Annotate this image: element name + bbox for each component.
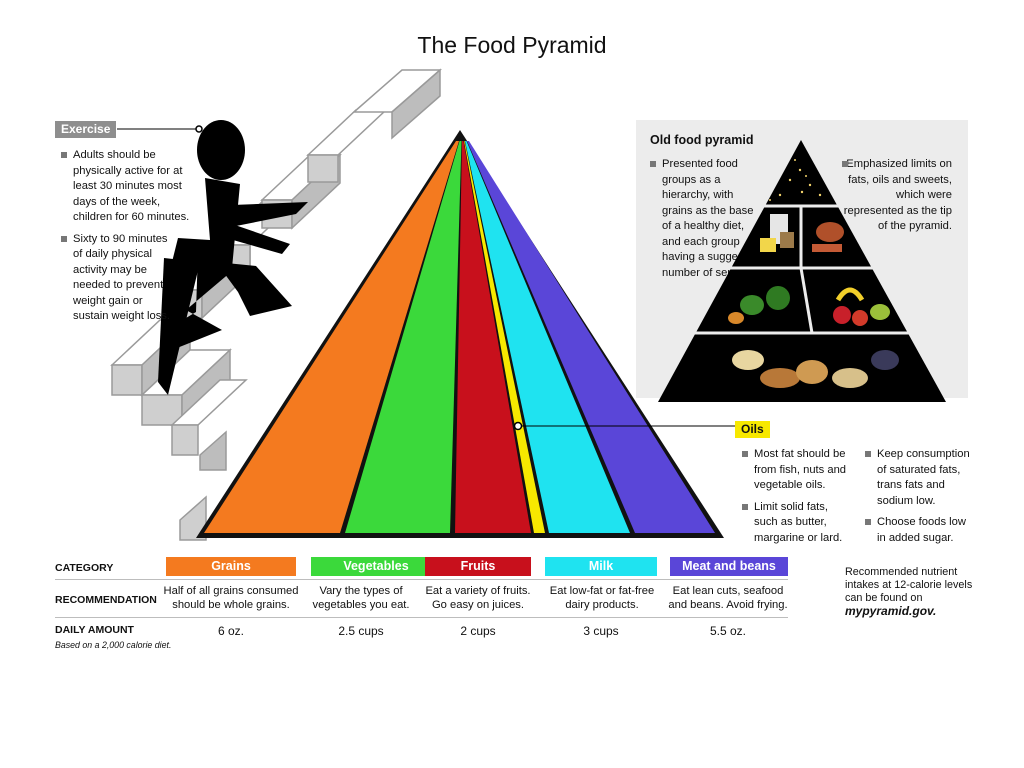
amount-grains: 6 oz. xyxy=(217,624,244,638)
recommendation-row-label: RECOMMENDATION xyxy=(55,594,157,606)
old-pyramid-left-bullet: Presented food groups as a hierarchy, wi… xyxy=(650,157,762,281)
amount-vegetables: 2.5 cups xyxy=(338,624,384,638)
oils-bullets-right: Keep consumption of saturated fats, tran… xyxy=(865,447,975,552)
category-row-label: CATEGORY xyxy=(55,562,114,574)
amount-fruits: 2 cups xyxy=(460,624,496,638)
oils-bullet: Most fat should be from fish, nuts and v… xyxy=(742,447,852,494)
amount-meat-beans: 5.5 oz. xyxy=(709,624,747,638)
grains-stripe xyxy=(204,141,459,533)
table-divider xyxy=(55,617,788,618)
exercise-bullet: Sixty to 90 minutes of daily physical ac… xyxy=(61,232,173,325)
exercise-figure xyxy=(158,120,308,395)
category-meat-beans: Meat and beans xyxy=(670,557,788,576)
category-milk: Milk xyxy=(545,557,657,576)
old-pyramid-right-text: Emphasized limits on fats, oils and swee… xyxy=(834,157,952,235)
fruits-stripe xyxy=(455,141,531,533)
recommendation-vegetables: Vary the types of vegetables you eat. xyxy=(312,585,410,611)
oils-bullet: Limit solid fats, such as butter, margar… xyxy=(742,500,852,547)
old-pyramid-left-text: Presented food groups as a hierarchy, wi… xyxy=(650,157,762,281)
category-vegetables: Vegetables xyxy=(311,557,441,576)
meat-beans-stripe xyxy=(467,141,715,533)
oils-bullet: Choose foods low in added sugar. xyxy=(865,515,975,546)
mypyramid-link[interactable]: mypyramid.gov. xyxy=(845,604,937,618)
category-grains: Grains xyxy=(166,557,296,576)
recommendation-grains: Half of all grains consumed should be wh… xyxy=(163,585,299,611)
slide-title: The Food Pyramid xyxy=(417,32,607,58)
old-pyramid-right-bullet: Emphasized limits on fats, oils and swee… xyxy=(834,157,952,235)
calorie-footnote: Based on a 2,000 calorie diet. xyxy=(55,640,172,650)
amount-milk: 3 cups xyxy=(583,624,619,638)
old-pyramid-title: Old food pyramid xyxy=(650,133,754,147)
oils-bullets-left: Most fat should be from fish, nuts and v… xyxy=(742,447,852,552)
nutrient-note: Recommended nutrient intakes at 12-calor… xyxy=(845,566,985,618)
exercise-tag: Exercise xyxy=(55,121,117,138)
oils-stripe xyxy=(464,141,545,533)
exercise-bullets: Adults should be physically active for a… xyxy=(61,148,191,331)
vegetables-stripe xyxy=(345,141,462,533)
nutrient-note-text: Recommended nutrient intakes at 12-calor… xyxy=(845,566,973,604)
oils-tag: Oils xyxy=(735,421,770,438)
daily-amount-row-label: DAILY AMOUNT xyxy=(55,624,134,636)
exercise-bullet: Adults should be physically active for a… xyxy=(61,148,191,226)
table-divider xyxy=(55,579,788,580)
recommendation-fruits: Eat a variety of fruits. Go easy on juic… xyxy=(425,585,531,611)
recommendation-meat-beans: Eat lean cuts, seafood and beans. Avoid … xyxy=(668,585,788,611)
oils-bullet: Keep consumption of saturated fats, tran… xyxy=(865,447,975,509)
recommendation-milk: Eat low-fat or fat-free dairy products. xyxy=(549,585,655,611)
milk-stripe xyxy=(465,141,630,533)
category-fruits: Fruits xyxy=(425,557,531,576)
